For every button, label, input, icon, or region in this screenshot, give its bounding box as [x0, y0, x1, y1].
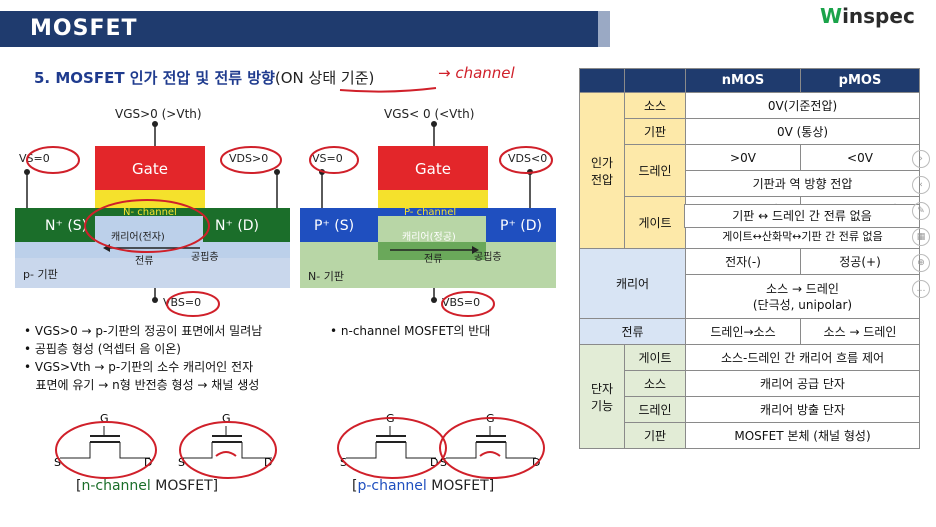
pmos-carrier-label: 캐리어(정공) — [402, 231, 456, 243]
drain-note-2: 기판 ↔ 드레인 간 전류 없음 — [684, 204, 920, 228]
col-nmos: nMOS — [685, 68, 801, 93]
grid-icon[interactable]: ▦ — [912, 228, 930, 246]
pmos-vds: VDS<0 — [508, 152, 547, 165]
underline-annotation — [339, 87, 437, 93]
nmos-current-label: 전류 — [135, 255, 153, 267]
cat-current: 전류 — [579, 318, 686, 345]
pmos-drain-label: P⁺ (D) — [500, 218, 542, 234]
nmos-source-label: N⁺ (S) — [45, 218, 87, 234]
section-title: 5. MOSFET 인가 전압 및 전류 방향(ON 상태 기준) — [34, 69, 375, 87]
cat-voltage: 인가 전압 — [579, 92, 625, 249]
pen-icon[interactable]: ✎ — [912, 202, 930, 220]
svg-text:S: S — [54, 456, 61, 469]
pmos-current-label: 전류 — [424, 253, 442, 265]
pmos-vs: VS=0 — [312, 152, 343, 165]
col-pmos: pMOS — [800, 68, 920, 93]
pmos-symbols: G S D G S D — [337, 412, 545, 479]
pmos-source-label: P⁺ (S) — [314, 218, 354, 234]
title-accent — [598, 11, 610, 47]
svg-text:D: D — [144, 456, 152, 469]
pmos-gate-label: Gate — [415, 160, 451, 178]
pmos-symbol-annotated: G S D — [439, 412, 545, 479]
svg-text:G: G — [100, 412, 109, 425]
nmos-vds: VDS>0 — [229, 152, 268, 165]
pmos-bullet: • n-channel MOSFET의 반대 — [330, 324, 491, 338]
nmos-vbs: VBS=0 — [163, 296, 201, 309]
bullet-item: 표면에 유기 → n형 반전층 형성 → 채널 생성 — [24, 378, 260, 392]
comparison-table: nMOS pMOS 인가 전압 소스 0V(기준전압) 기판 0V (통상) 드… — [579, 68, 920, 449]
pmos-vbs: VBS=0 — [442, 296, 480, 309]
bullet-item: • VGS>0 → p-기판의 정공이 표면에서 밀려남 — [24, 324, 263, 338]
nmos-carrier-label: 캐리어(전자) — [111, 231, 165, 243]
nmos-symbol-annotated: G S D — [178, 412, 277, 479]
pmos-channel-label: P- channel — [404, 207, 456, 218]
cat-function: 단자 기능 — [579, 344, 625, 449]
pmos-substrate-label: N- 기판 — [308, 270, 344, 283]
page-title: MOSFET — [30, 16, 138, 41]
pmos-vgs: VGS< 0 (<Vth) — [384, 107, 474, 121]
pmos-depletion-label: 공핍층 — [474, 251, 502, 263]
side-toolbar: › ‹ ✎ ▦ ⊕ … — [912, 150, 930, 306]
svg-text:S: S — [178, 456, 185, 469]
svg-text:D: D — [264, 456, 272, 469]
nmos-bullet-list: • VGS>0 → p-기판의 정공이 표면에서 밀려남 • 공핍층 형성 (억… — [24, 322, 262, 394]
nmos-vgs: VGS>0 (>Vth) — [115, 107, 202, 121]
svg-text:S: S — [440, 456, 447, 469]
nmos-substrate-label: p- 기판 — [23, 268, 58, 281]
nmos-vs: VS=0 — [19, 152, 50, 165]
svg-text:G: G — [222, 412, 231, 425]
brand-logo: Winspec — [820, 4, 915, 28]
pmos-caption: [p-channel MOSFET] — [352, 478, 495, 494]
pmos-cross-section: VGS< 0 (<Vth) Gate P⁺ (S) P⁺ (D) P- chan… — [300, 107, 556, 317]
prev-icon[interactable]: ‹ — [912, 176, 930, 194]
bullet-item: • 공핍층 형성 (억셉터 음 이온) — [24, 342, 181, 356]
svg-text:D: D — [430, 456, 438, 469]
pmos-symbol-plain: G S D — [337, 412, 447, 479]
nmos-drain-label: N⁺ (D) — [215, 218, 259, 234]
nmos-channel-label: N- channel — [123, 207, 177, 218]
nmos-symbol-plain: G S D — [54, 412, 157, 479]
svg-text:D: D — [532, 456, 540, 469]
cat-carrier: 캐리어 — [579, 248, 686, 319]
handwritten-note: → channel — [438, 64, 515, 82]
nmos-gate-label: Gate — [132, 160, 168, 178]
title-bar: MOSFET — [0, 11, 610, 47]
nmos-caption: [n-channel MOSFET] — [76, 478, 219, 494]
more-icon[interactable]: … — [912, 280, 930, 298]
bullet-item: • VGS>Vth → p-기판의 소수 캐리어인 전자 — [24, 360, 254, 374]
nmos-cross-section: VGS>0 (>Vth) Gate N⁺ (S) N⁺ (D) N- chann… — [15, 107, 290, 317]
zoom-icon[interactable]: ⊕ — [912, 254, 930, 272]
nmos-depletion-label: 공핍층 — [191, 251, 219, 263]
nmos-symbols: G S D G S D — [54, 412, 277, 479]
next-icon[interactable]: › — [912, 150, 930, 168]
